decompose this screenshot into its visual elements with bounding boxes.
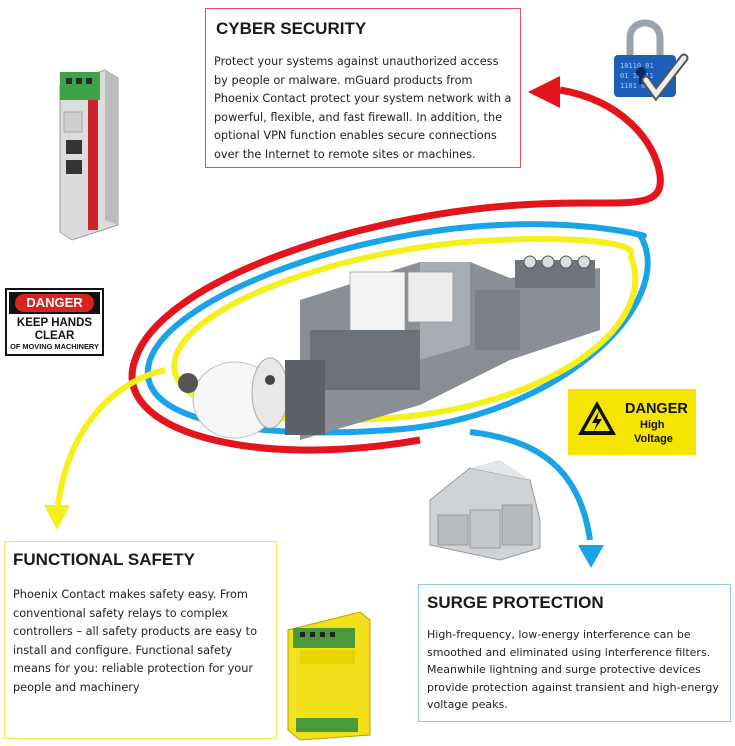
- warning-triangle-icon: [578, 401, 616, 435]
- high-voltage-sign-line1: High: [640, 419, 665, 431]
- svg-text:01 10011: 01 10011: [620, 72, 654, 80]
- functional-safety-text: Phoenix Contact makes safety easy. From …: [13, 588, 258, 694]
- danger-high-voltage-sign: DANGER High Voltage: [568, 389, 696, 455]
- printing-machine-image: [178, 255, 600, 440]
- danger-sign-header: DANGER: [15, 294, 94, 312]
- mguard-router-image: [59, 69, 119, 241]
- functional-safety-title: FUNCTIONAL SAFETY: [13, 550, 195, 569]
- danger-sign-line2: CLEAR: [34, 330, 75, 342]
- danger-sign-line1: KEEP HANDS: [16, 317, 93, 329]
- svg-text:1101 010: 1101 010: [620, 82, 654, 90]
- cyber-security-box: CYBER SECURITY Protect your systems agai…: [205, 8, 521, 168]
- danger-sign-line3: OF MOVING MACHINERY: [10, 342, 99, 351]
- cyber-security-text: Protect your systems against unauthorize…: [214, 55, 512, 161]
- high-voltage-sign-header: DANGER: [625, 401, 688, 417]
- lock-icon: 10110 01 01 10011 1101 010: [614, 19, 689, 102]
- danger-keep-hands-clear-sign: DANGER KEEP HANDS CLEAR OF MOVING MACHIN…: [5, 288, 104, 356]
- functional-safety-box: FUNCTIONAL SAFETY Phoenix Contact makes …: [4, 541, 277, 739]
- high-voltage-sign-line2: Voltage: [634, 433, 673, 445]
- surge-protection-box: SURGE PROTECTION High-frequency, low-ene…: [418, 584, 731, 722]
- cyber-security-arrow: [128, 76, 664, 454]
- safety-relay-image: [287, 611, 371, 741]
- surge-protection-text: High-frequency, low-energy interference …: [427, 628, 719, 711]
- svg-text:10110 01: 10110 01: [620, 62, 654, 70]
- cyber-security-title: CYBER SECURITY: [216, 19, 367, 38]
- surge-protector-image: [429, 460, 541, 561]
- functional-safety-arrow: [44, 236, 639, 530]
- surge-protection-title: SURGE PROTECTION: [427, 593, 604, 612]
